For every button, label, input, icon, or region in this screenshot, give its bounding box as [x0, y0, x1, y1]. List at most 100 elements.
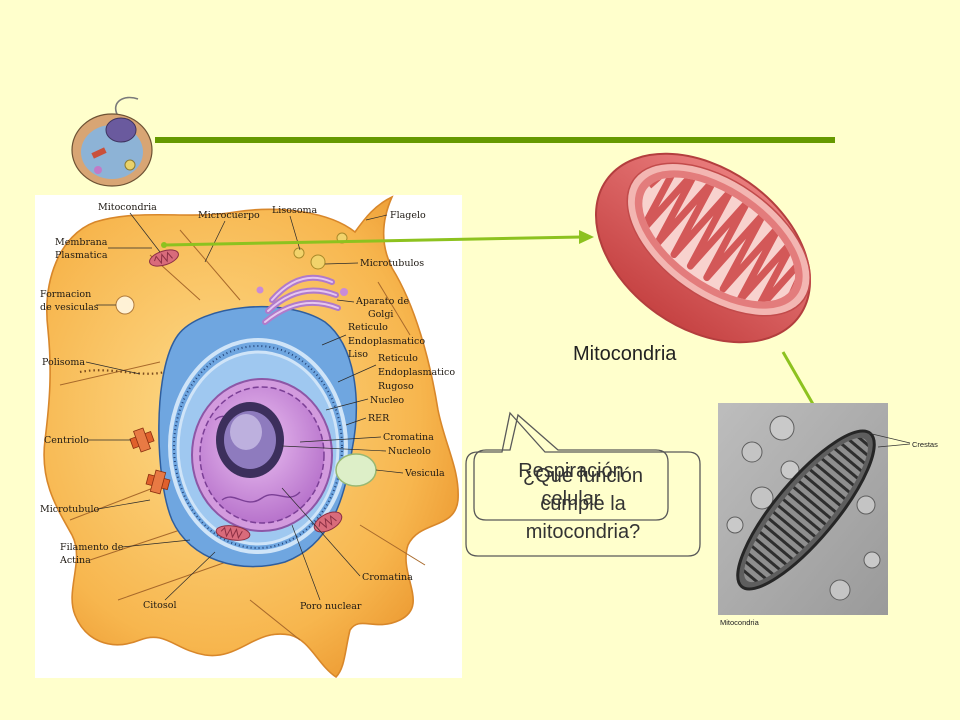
label-lisosoma: Lisosoma: [272, 205, 318, 216]
golgi-apparatus: [262, 274, 341, 325]
cell-mitochondrion: [149, 249, 179, 267]
label-rer-line1: Reticulo: [378, 353, 418, 364]
cell-logo-tail: [114, 96, 139, 117]
microtubule: [249, 599, 301, 641]
leader-line: [299, 436, 382, 443]
forming-vesicle: [115, 295, 135, 315]
label-formacion-vesiculas-line2: de vesiculas: [40, 302, 99, 313]
leader-line: [121, 539, 191, 548]
leader-line: [281, 487, 361, 577]
label-rer: RER: [368, 413, 390, 424]
cell-logo-nucleus: [105, 117, 137, 143]
label-aparato-golgi-line2: Golgi: [368, 309, 393, 320]
label-vesicula: Vesicula: [404, 468, 445, 479]
label-aparato-golgi-line1: Aparato de: [355, 296, 409, 307]
callout-question-line: mitocondria?: [525, 521, 641, 543]
microtubule: [59, 361, 161, 386]
label-rel-line2: Endoplasmatico: [348, 336, 425, 347]
callout-answer-line: celular: [541, 488, 601, 510]
cell-diagram: Mitocondria Microcuerpo Lisosoma Flagelo…: [35, 195, 462, 679]
crestas-leader-line: [867, 432, 911, 444]
vesicle: [335, 453, 377, 487]
nucleolus-core: [230, 414, 262, 450]
microtubule: [377, 281, 411, 336]
micrograph-vesicle: [829, 579, 851, 601]
callout-question-line: cumple la: [540, 493, 626, 515]
micrograph-vesicle: [863, 551, 881, 569]
label-polisoma: Polisoma: [42, 357, 85, 368]
cell-logo-vesicle: [124, 159, 136, 171]
label-cromatina-bottom: Cromatina: [362, 572, 413, 583]
leader-line: [85, 361, 141, 375]
cell-logo-organelle: [91, 147, 107, 159]
cell-logo-vesicle: [94, 166, 102, 174]
label-membrana-plasmatica-line2: Plasmatica: [55, 250, 108, 261]
label-microtubulos: Microtubulos: [360, 258, 424, 269]
label-rer-line2: Endoplasmatico: [378, 367, 455, 378]
mitochondrion-cristae: [318, 514, 337, 529]
callout-question-text: ¿Qué función cumple la mitocondria?: [466, 462, 700, 546]
arrow-to-mitochondria: [161, 230, 594, 248]
label-microtubulo: Microtubulo: [40, 504, 100, 515]
label-citosol: Citosol: [143, 600, 176, 611]
microtubule: [179, 229, 241, 301]
microtubule: [359, 524, 426, 566]
crestas-leader-line: [877, 443, 911, 448]
mitochondrion-cristae: [154, 251, 173, 265]
leader-line: [129, 212, 161, 253]
label-microcuerpo: Microcuerpo: [198, 210, 260, 221]
label-nucleo: Nucleo: [370, 395, 404, 406]
leader-line: [324, 262, 359, 265]
er-ribosomes: [173, 345, 343, 549]
title-divider-line: [155, 137, 835, 143]
centriole: [129, 427, 155, 453]
label-filamento-actina-line2: Actina: [59, 555, 91, 566]
micrograph-cristae: [744, 437, 868, 583]
leader-line: [97, 499, 151, 510]
leader-line: [325, 398, 369, 411]
leader-line: [321, 334, 347, 346]
chromatin: [221, 491, 301, 503]
golgi-cisterna-lumen: [264, 301, 339, 323]
label-leader-lines: [85, 212, 404, 601]
leader-line: [345, 417, 367, 426]
micrograph-vesicle: [780, 460, 800, 480]
cell-logo-icon: [71, 96, 153, 187]
micrograph-vesicle: [750, 486, 774, 510]
micrograph-caption: Mitocondria: [720, 618, 760, 627]
mitochondria-caption: Mitocondria: [573, 343, 677, 365]
lysosome: [293, 247, 305, 259]
crestas-label: Crestas: [912, 440, 938, 449]
label-rer-line3: Rugoso: [378, 381, 414, 392]
label-cromatina-top: Cromatina: [383, 432, 434, 443]
label-rel-line3: Liso: [348, 349, 368, 360]
micrograph-vesicle: [726, 516, 744, 534]
leader-line: [281, 445, 387, 452]
mitochondrion-illustration: [595, 152, 816, 344]
lysosome: [310, 254, 326, 270]
leader-line: [375, 469, 404, 474]
callout-question-bubble: [465, 411, 701, 557]
callout-answer-text: Respiración celular: [474, 457, 668, 513]
leader-line: [291, 524, 321, 601]
golgi-cisterna-lumen: [271, 276, 333, 301]
golgi-vesicle: [340, 288, 348, 296]
electron-micrograph: Crestas Mitocondria: [718, 403, 938, 627]
leader-line: [336, 299, 355, 303]
micrograph-vesicle: [856, 495, 876, 515]
arrow-head: [579, 230, 594, 244]
micrograph-vesicle: [741, 441, 763, 463]
micrograph-content: [726, 415, 881, 601]
label-membrana-plasmatica-line1: Membrana: [55, 237, 108, 248]
centriole-cylinder: [149, 469, 167, 495]
actin-filament: [117, 559, 233, 601]
cell-mitochondrion: [313, 511, 343, 533]
leader-line: [365, 214, 388, 221]
label-centriolo: Centriolo: [44, 435, 89, 446]
polysome: [79, 369, 166, 375]
leader-line: [164, 551, 216, 601]
golgi-vesicle: [256, 286, 264, 294]
callout-answer-bubble: [473, 413, 669, 521]
